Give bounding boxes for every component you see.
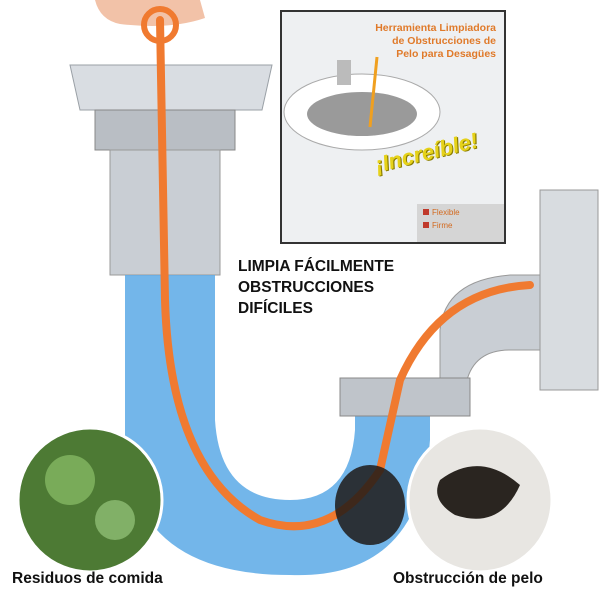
feature-label: Firme [432, 221, 453, 230]
checkbox-icon [423, 209, 429, 215]
sink-drawing [283, 56, 441, 151]
feature-item: Flexible [423, 208, 498, 217]
caption-food-residue: Residuos de comida [12, 570, 163, 587]
leaf [95, 500, 135, 540]
headline-line: DIFÍCILES [238, 300, 313, 317]
checkbox-icon [423, 222, 429, 228]
pipe-nut [339, 377, 471, 417]
headline-line: OBSTRUCCIONES [238, 279, 375, 296]
leaf [45, 455, 95, 505]
headline: LIMPIA FÁCILMENTE OBSTRUCCIONES DIFÍCILE… [238, 256, 394, 319]
inset-title: Herramienta Limpiadora de Obstrucciones … [346, 22, 496, 61]
inset-title-line: Herramienta Limpiadora [375, 22, 496, 34]
drain-cleaning-tool [156, 16, 534, 531]
feature-item: Firme [423, 221, 498, 230]
tool-ring [141, 6, 179, 44]
wall-flange [539, 189, 599, 391]
feature-list: Flexible Firme [417, 204, 504, 242]
sink-bowl [69, 64, 273, 111]
inset-title-line: de Obstrucciones de [392, 35, 496, 47]
pipe-clog [335, 465, 405, 545]
feature-label: Flexible [432, 208, 460, 217]
food-residue-photo [16, 426, 164, 574]
hair-clump [437, 466, 520, 519]
inset-title-line: Pelo para Desagües [396, 48, 496, 60]
headline-line: LIMPIA FÁCILMENTE [238, 258, 395, 275]
inset-sink-panel: Herramienta Limpiadora de Obstrucciones … [280, 10, 506, 244]
caption-hair-clog: Obstrucción de pelo [393, 570, 543, 587]
